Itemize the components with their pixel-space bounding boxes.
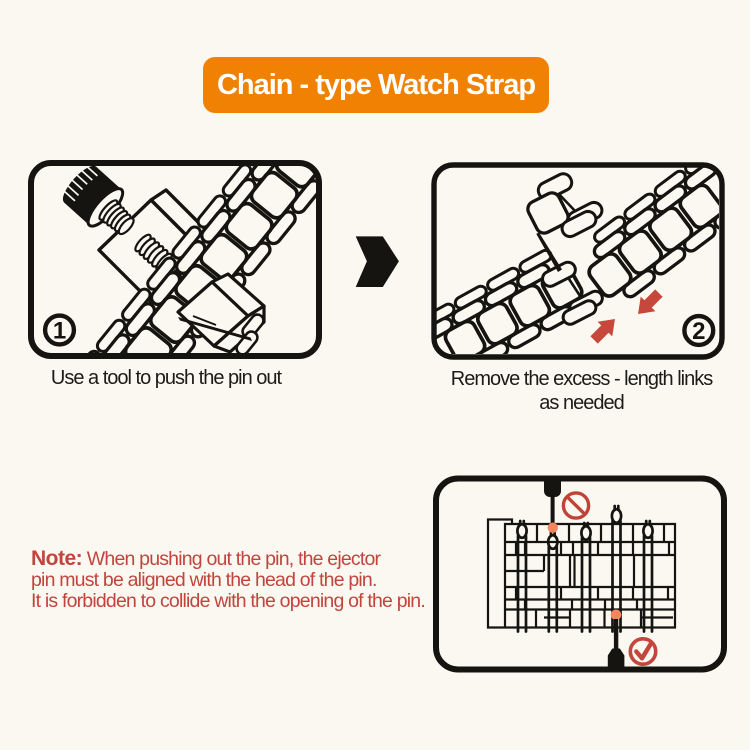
svg-text:2: 2 (692, 318, 705, 345)
svg-text:1: 1 (53, 318, 66, 345)
